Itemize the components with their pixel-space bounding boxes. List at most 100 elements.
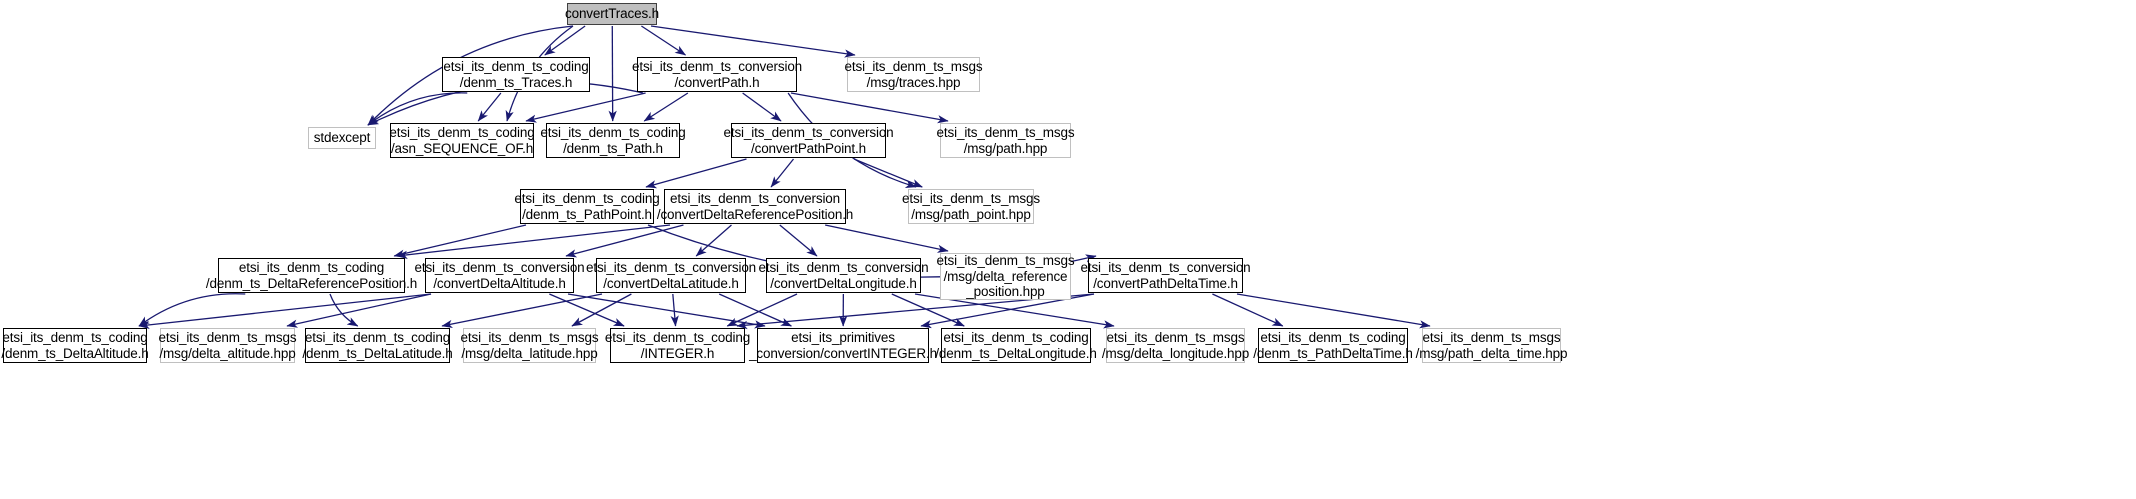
node-label-line1: etsi_its_denm_ts_coding (943, 330, 1089, 345)
node-label-line1: etsi_its_denm_ts_coding (514, 191, 660, 206)
graph-node[interactable]: etsi_its_denm_ts_coding/denm_ts_DeltaAlt… (1, 328, 149, 363)
graph-edge (393, 224, 527, 258)
graph-node[interactable]: etsi_its_denm_ts_coding/denm_ts_DeltaRef… (206, 258, 417, 293)
graph-node[interactable]: etsi_its_denm_ts_coding/denm_ts_DeltaLat… (302, 328, 453, 363)
node-label-line2: /denm_ts_DeltaAltitude.h (1, 345, 149, 361)
graph-node[interactable]: etsi_its_denm_ts_msgs/msg/path_delta_tim… (1416, 328, 1568, 363)
graph-node[interactable]: etsi_its_denm_ts_coding/INTEGER.h (605, 328, 750, 363)
graph-edge (825, 224, 949, 253)
graph-edge (645, 158, 747, 189)
node-label-line1: etsi_its_denm_ts_conversion (1080, 260, 1251, 275)
node-label-line1: etsi_its_denm_ts_msgs (460, 330, 599, 345)
node-label-line1: etsi_its_primitives (791, 330, 895, 345)
node-label-line1: etsi_its_denm_ts_msgs (844, 59, 983, 74)
graph-edge (853, 158, 923, 188)
node-label-line2: /msg/delta_longitude.hpp (1101, 345, 1250, 361)
graph-node[interactable]: etsi_its_denm_ts_conversion/convertDelta… (657, 189, 853, 224)
graph-node[interactable]: etsi_its_denm_ts_coding/asn_SEQUENCE_OF.… (389, 123, 535, 158)
graph-edge (329, 293, 359, 327)
graph-edge (1212, 293, 1284, 327)
graph-node[interactable]: etsi_its_denm_ts_msgs/msg/delta_latitude… (460, 328, 599, 363)
node-label-line1: etsi_its_denm_ts_coding (604, 330, 751, 345)
graph-node[interactable]: etsi_its_denm_ts_conversion/convertDelta… (414, 258, 585, 293)
node-label-line1: etsi_its_denm_ts_msgs (936, 125, 1075, 140)
graph-node[interactable]: etsi_its_denm_ts_coding/denm_ts_DeltaLon… (935, 328, 1097, 363)
node-label-line1: etsi_its_denm_ts_coding (443, 59, 589, 74)
node-label-line1: etsi_its_denm_ts_conversion (631, 59, 803, 74)
node-label-line1: etsi_its_denm_ts_conversion (723, 125, 894, 140)
node-label-line2: /denm_ts_DeltaReferencePosition.h (205, 275, 418, 291)
graph-node[interactable]: etsi_its_denm_ts_conversion/convertDelta… (586, 258, 756, 293)
node-label-line2: /msg/path_point.hpp (911, 206, 1031, 222)
graph-edge (286, 293, 432, 328)
node-label-line2: /convertDeltaAltitude.h (433, 275, 566, 291)
graph-node[interactable]: etsi_its_denm_ts_msgs/msg/path_point.hpp (902, 189, 1040, 224)
graph-node[interactable]: etsi_its_denm_ts_msgs/msg/path.hpp (937, 123, 1075, 158)
node-label-line2: /msg/delta_reference _position.hpp (943, 268, 1068, 300)
graph-edge (396, 224, 671, 259)
graph-node[interactable]: etsi_its_denm_ts_conversion/convertPathD… (1080, 258, 1251, 293)
graph-edge (650, 25, 856, 58)
graph-edge (544, 25, 586, 56)
node-label-line1: etsi_its_denm_ts_coding (1260, 330, 1406, 345)
node-label-line1: etsi_its_denm_ts_msgs (902, 191, 1040, 206)
graph-edge (779, 224, 818, 257)
node-label-line2: /msg/delta_altitude.hpp (159, 345, 296, 361)
graph-edge (790, 92, 949, 124)
node-label-line1: etsi_its_denm_ts_conversion (585, 260, 757, 275)
node-label-line1: etsi_its_denm_ts_msgs (1422, 330, 1561, 345)
node-label-line1: convertTraces.h (564, 6, 660, 22)
node-label-line1: etsi_its_denm_ts_msgs (1106, 330, 1245, 345)
node-label-line1: etsi_its_denm_ts_msgs (158, 330, 297, 345)
node-label-line2: /denm_ts_PathPoint.h (522, 206, 652, 222)
graph-node[interactable]: etsi_its_denm_ts_coding/denm_ts_PathPoin… (514, 189, 660, 224)
graph-edge (567, 293, 766, 329)
node-label-line1: etsi_its_denm_ts_coding (2, 330, 148, 345)
graph-node[interactable]: stdexcept (308, 127, 376, 149)
node-label-line2: /msg/path.hpp (963, 140, 1048, 156)
graph-edge (549, 293, 625, 327)
node-label-line2: /denm_ts_Path.h (563, 140, 663, 156)
graph-edge (1236, 293, 1431, 329)
graph-node[interactable]: etsi_its_denm_ts_conversion/convertPath.… (632, 57, 802, 92)
node-label-line1: etsi_its_denm_ts_coding (540, 125, 686, 140)
node-label-line2: /denm_ts_DeltaLatitude.h (302, 345, 453, 361)
node-label-line1: etsi_its_denm_ts_coding (238, 260, 385, 275)
graph-edge (718, 293, 792, 327)
node-label-line2: /convertPathDeltaTime.h (1093, 275, 1238, 291)
graph-node[interactable]: etsi_its_denm_ts_coding/denm_ts_PathDelt… (1253, 328, 1413, 363)
node-label-line2: /denm_ts_PathDeltaTime.h (1253, 345, 1413, 361)
node-label-line2: _conversion/convertINTEGER.h (749, 345, 937, 361)
graph-node[interactable]: etsi_its_denm_ts_conversion/convertPathP… (723, 123, 894, 158)
graph-node[interactable]: etsi_its_denm_ts_coding/denm_ts_Traces.h (442, 57, 590, 92)
node-label-line2: /convertDeltaLongitude.h (770, 275, 917, 291)
graph-edge (670, 293, 679, 327)
graph-edge (643, 92, 689, 122)
graph-edge (525, 92, 646, 123)
graph-edge (571, 293, 632, 327)
node-label-line1: etsi_its_denm_ts_msgs (936, 253, 1075, 269)
graph-node[interactable]: etsi_its_denm_ts_msgs/msg/delta_altitude… (158, 328, 297, 363)
graph-node[interactable]: convertTraces.h (564, 3, 660, 25)
graph-edge (138, 293, 432, 330)
graph-node[interactable]: etsi_its_denm_ts_conversion/convertDelta… (758, 258, 929, 293)
node-label-line2: /denm_ts_Traces.h (459, 74, 573, 90)
graph-node[interactable]: etsi_its_denm_ts_msgs/msg/delta_longitud… (1102, 328, 1249, 363)
node-label-line1: etsi_its_denm_ts_conversion (758, 260, 929, 275)
node-label-line2: /msg/path_delta_time.hpp (1415, 345, 1568, 361)
graph-edge (565, 224, 684, 258)
node-label-line2: /convertDeltaLatitude.h (603, 275, 739, 291)
graph-node[interactable]: etsi_its_denm_ts_coding/denm_ts_Path.h (540, 123, 686, 158)
graph-node[interactable]: etsi_its_denm_ts_msgs/msg/delta_referenc… (937, 253, 1075, 300)
graph-edge (770, 158, 795, 188)
node-label-line2: /denm_ts_DeltaLongitude.h (935, 345, 1097, 361)
node-label-line1: etsi_its_denm_ts_conversion (669, 191, 841, 206)
node-label-line1: etsi_its_denm_ts_conversion (414, 260, 585, 275)
graph-edge (367, 92, 468, 126)
graph-edge (742, 92, 782, 122)
graph-node[interactable]: etsi_its_primitives_conversion/convertIN… (749, 328, 937, 363)
graph-edge (138, 293, 246, 327)
node-label-line2: /msg/traces.hpp (866, 74, 961, 90)
graph-node[interactable]: etsi_its_denm_ts_msgs/msg/traces.hpp (844, 57, 983, 92)
